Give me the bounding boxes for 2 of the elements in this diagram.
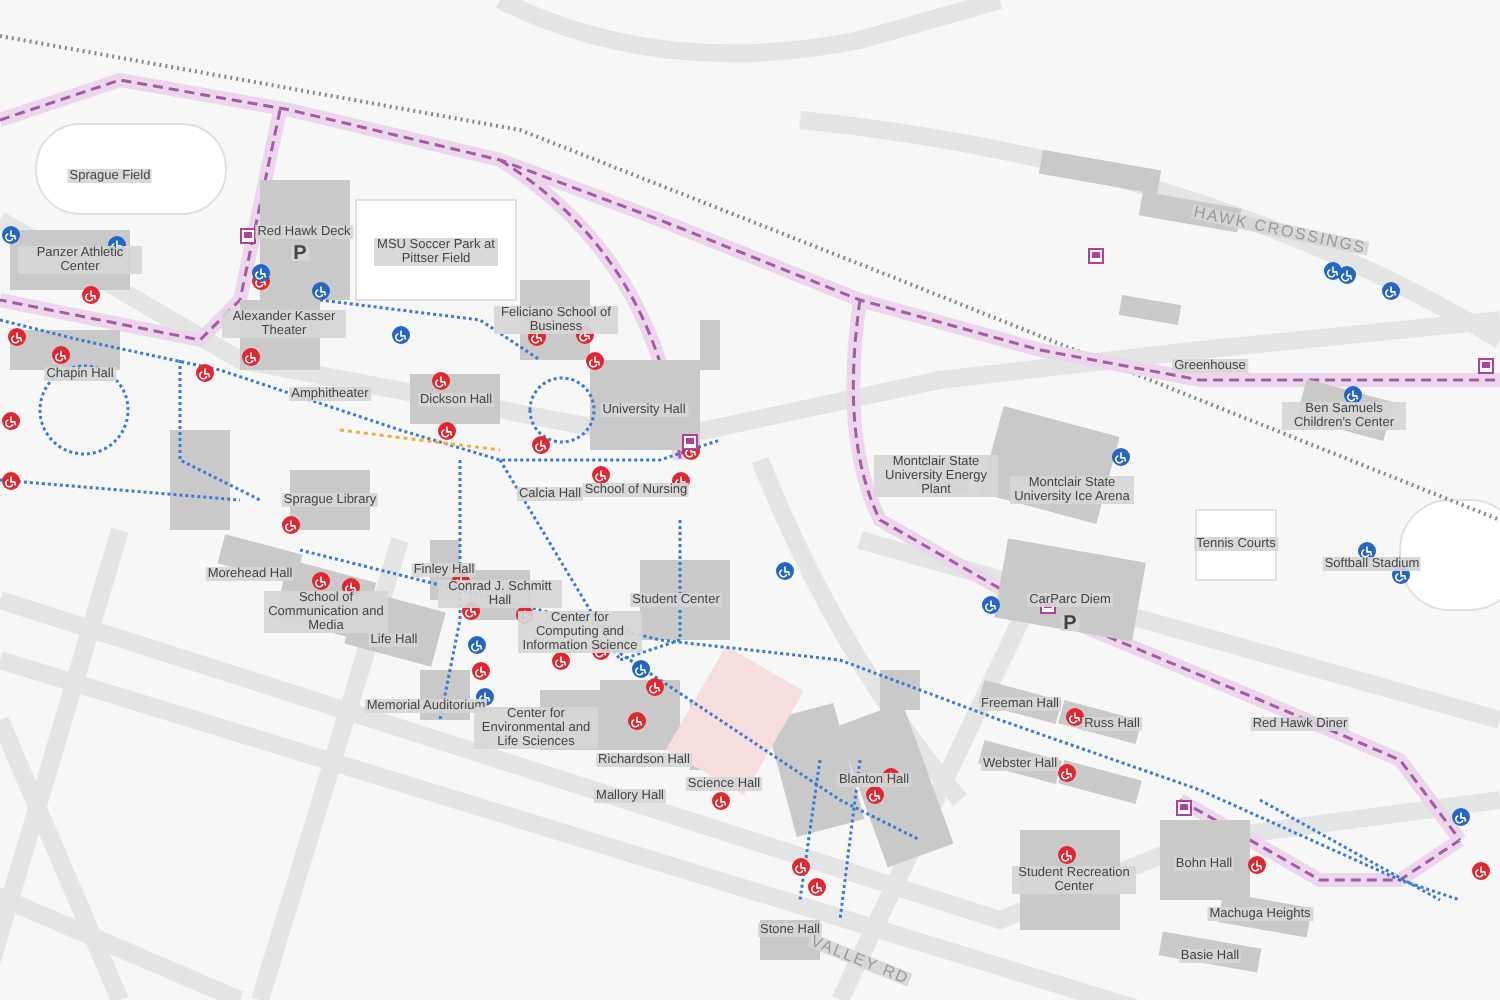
parking-symbol: P — [291, 247, 309, 261]
parking-symbol: P — [1061, 617, 1079, 631]
